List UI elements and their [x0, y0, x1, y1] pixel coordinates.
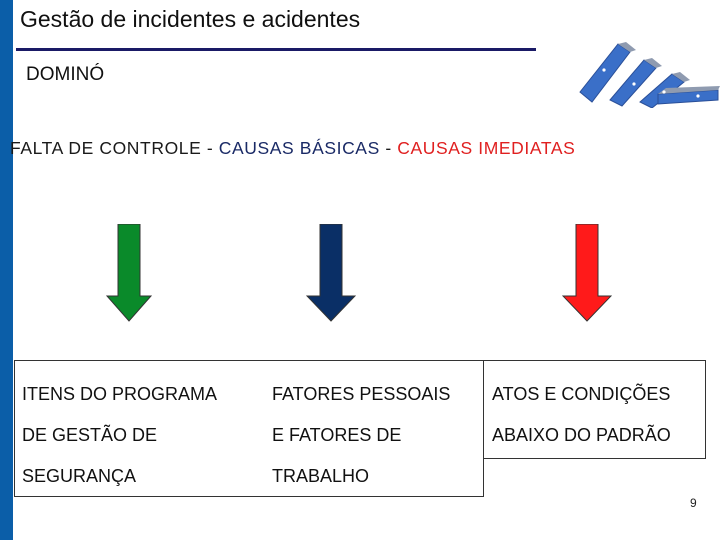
chain-basic-causes: CAUSAS BÁSICAS	[219, 138, 380, 158]
causal-chain-line: FALTA DE CONTROLE - CAUSAS BÁSICAS - CAU…	[10, 138, 575, 159]
column-personal-factors: FATORES PESSOAIS E FATORES DE TRABALHO	[272, 374, 450, 497]
navy-down-arrow	[306, 224, 356, 322]
column-line: ATOS E CONDIÇÕES	[492, 374, 671, 415]
column-line: ITENS DO PROGRAMA	[22, 374, 217, 415]
column-acts-conditions: ATOS E CONDIÇÕES ABAIXO DO PADRÃO	[492, 374, 671, 456]
slide-title: Gestão de incidentes e acidentes	[20, 6, 360, 33]
left-accent-bar	[0, 0, 13, 540]
column-program-items: ITENS DO PROGRAMA DE GESTÃO DE SEGURANÇA	[22, 374, 217, 497]
chain-immediate-causes: CAUSAS IMEDIATAS	[397, 138, 575, 158]
title-underline	[16, 48, 536, 51]
page-number: 9	[690, 496, 697, 510]
slide-subtitle: DOMINÓ	[26, 64, 104, 86]
column-line: E FATORES DE	[272, 415, 450, 456]
red-down-arrow	[562, 224, 612, 322]
column-line: SEGURANÇA	[22, 456, 217, 497]
domino-falling-icon	[578, 40, 720, 108]
chain-lack-of-control: FALTA DE CONTROLE	[10, 138, 201, 158]
chain-separator: -	[380, 138, 397, 158]
green-down-arrow	[106, 224, 152, 322]
column-line: DE GESTÃO DE	[22, 415, 217, 456]
column-line: ABAIXO DO PADRÃO	[492, 415, 671, 456]
chain-separator: -	[201, 138, 218, 158]
column-line: TRABALHO	[272, 456, 450, 497]
column-line: FATORES PESSOAIS	[272, 374, 450, 415]
